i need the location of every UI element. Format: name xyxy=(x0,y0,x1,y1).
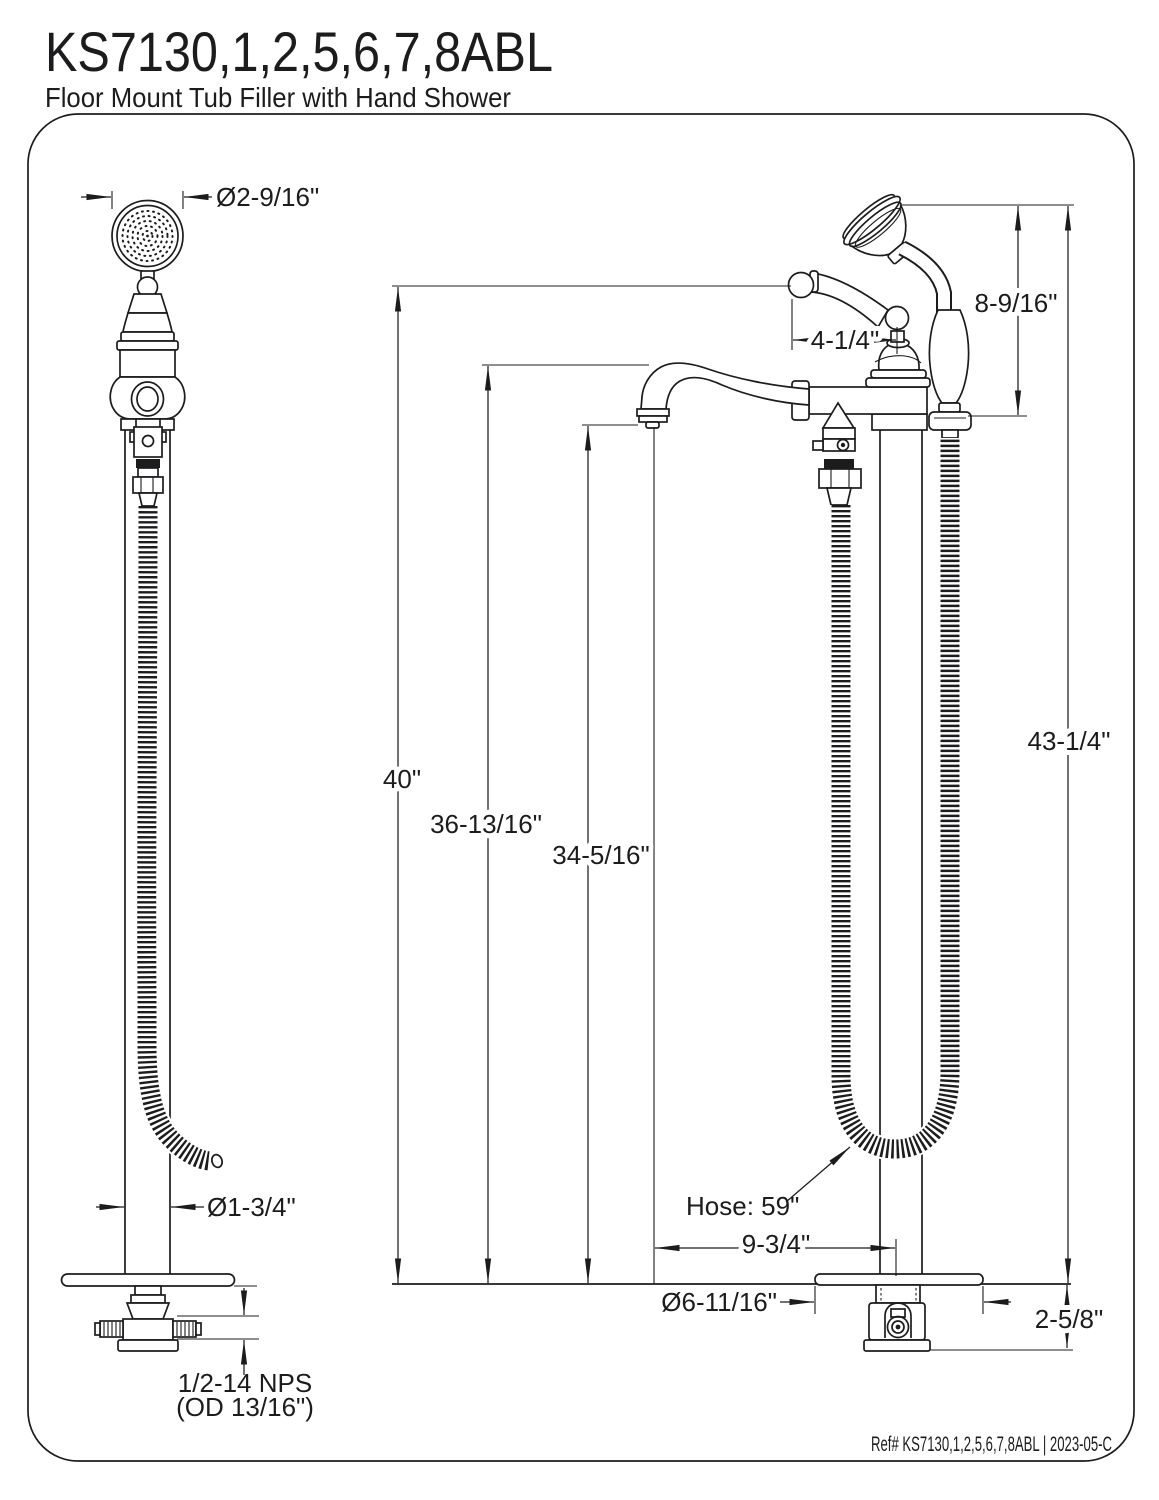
hand-shower-grip xyxy=(928,309,970,404)
shower-hose-side xyxy=(829,438,962,1161)
dim-label-hand-shower-length: 8-9/16" xyxy=(975,288,1058,318)
dim-label-inlet-spec-line2: (OD 13/16") xyxy=(176,1392,314,1422)
hose-leader-line xyxy=(785,1146,851,1203)
text-layer: KS7130,1,2,5,6,7,8ABL Floor Mount Tub Fi… xyxy=(45,20,1115,1456)
dim-label-total-height: 43-1/4" xyxy=(1028,726,1111,756)
hand-shower-neck-front xyxy=(116,270,179,378)
dim-label-hose-length: Hose: 59" xyxy=(686,1191,799,1221)
sheet-border xyxy=(27,113,1135,1462)
valve-bonnet xyxy=(865,305,931,388)
check-valve-side xyxy=(812,401,862,506)
front-view xyxy=(60,199,236,1352)
dim-label-spray-face-diameter: Ø2-9/16" xyxy=(216,182,319,212)
lever-handle xyxy=(787,270,890,329)
floor-plate-front xyxy=(60,1273,236,1287)
shower-hose-front xyxy=(135,505,224,1173)
below-floor-inlet-side xyxy=(863,1284,931,1352)
hand-shower-side xyxy=(842,193,972,439)
faucet-body xyxy=(808,386,928,415)
check-valve-front xyxy=(129,418,167,507)
page-title: KS7130,1,2,5,6,7,8ABL xyxy=(45,20,553,83)
dim-label-base-plate-diameter: Ø6-11/16" xyxy=(661,1287,777,1317)
dim-label-spout-outlet-height: 34-5/16" xyxy=(552,840,649,870)
floor-flange-side xyxy=(814,1273,984,1286)
page-subtitle: Floor Mount Tub Filler with Hand Shower xyxy=(45,82,511,113)
dim-label-spout-reach: 9-3/4" xyxy=(742,1229,811,1259)
dimension-lines xyxy=(81,191,1074,1375)
footer-reference: Ref# KS7130,1,2,5,6,7,8ABL | 2023-05-C xyxy=(871,1433,1112,1456)
hand-shower-holder xyxy=(928,411,972,431)
dim-label-pole-diameter: Ø1-3/4" xyxy=(207,1192,296,1222)
hose-end-fitting xyxy=(210,1153,224,1169)
body-column-collar xyxy=(871,413,928,431)
dim-label-spout-top-height: 36-13/16" xyxy=(430,809,542,839)
side-view xyxy=(392,193,1071,1352)
below-floor-inlet-front xyxy=(94,1285,202,1352)
dim-label-handle-to-center: 4-1/4" xyxy=(811,325,880,355)
hand-shower-face xyxy=(111,199,184,273)
dim-label-under-floor-depth: 2-5/8" xyxy=(1035,1304,1104,1334)
dim-label-inlet-spec-line1: 1/2-14 NPS xyxy=(178,1368,312,1398)
dim-label-handle-height: 40" xyxy=(383,764,421,794)
tub-spout xyxy=(636,362,810,429)
